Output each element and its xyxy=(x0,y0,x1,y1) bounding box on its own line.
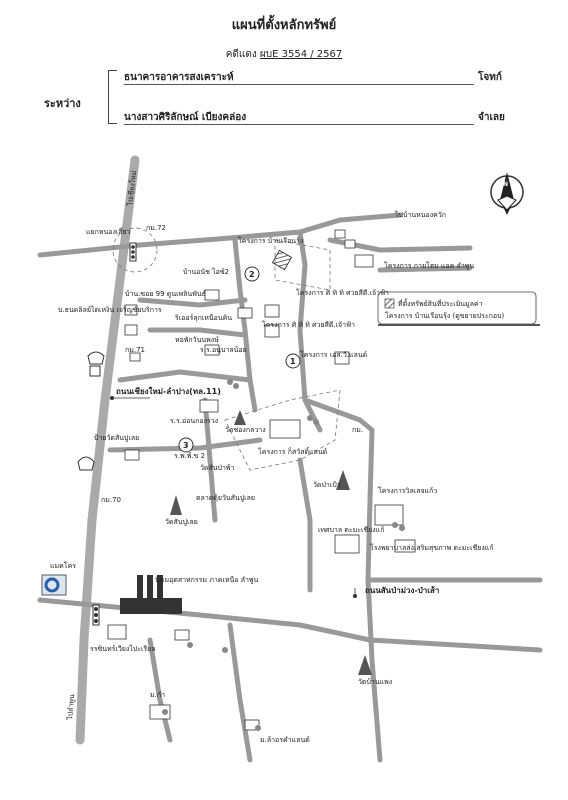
property-area-outline xyxy=(274,239,331,291)
wat-mawang-label: วัดช่องกลวาง xyxy=(225,426,266,434)
defendant-name: นางสาวศิริลักษณ์ เบียงคล่อง xyxy=(124,112,247,123)
traffic-light-icon xyxy=(92,604,100,626)
market-sanpu-loei-label: ตลาดดุ้ยวันสันปูเลย xyxy=(196,494,255,502)
tessaban-label: เทศบาล ตะมะเชียงแก้ xyxy=(318,526,384,534)
silpa-house-label: ริเออร์ลุกเหนือนคิน xyxy=(175,314,233,322)
km72-label: กม.72 xyxy=(146,224,166,232)
building-icons xyxy=(107,229,416,731)
m-sign-icon xyxy=(89,365,101,377)
num2-label: 2 xyxy=(249,270,255,279)
inner-road-5 xyxy=(147,327,248,338)
party-brace xyxy=(108,70,117,124)
school-sriwiang-label: รรซินทร์เวียงไปะเรียล xyxy=(90,644,156,653)
to-nong-khwai-label: ไปบ้านหนองควัก xyxy=(394,210,446,219)
case-label: คดีแดง xyxy=(225,49,257,60)
legend-swatch xyxy=(384,298,395,309)
wat-sanpu-loei-label: วัดสันปูเลย xyxy=(165,518,198,526)
junction-label: แยกหนองเสี่ยว xyxy=(86,227,131,236)
num1-label: 1 xyxy=(290,357,296,366)
shell-logo-icon xyxy=(77,456,95,471)
industrial-estate-label: นิคมอุตสาหกรรม ภาคเหนือ ลำพูน xyxy=(155,576,259,584)
wat-sanpa-label: วัดสันป่าพ้า xyxy=(200,464,235,472)
ban-pong-label: บ.ธนดลิลย์ไดเหงิน เจริญชัยบริการ xyxy=(58,305,162,314)
ban-umaphon-label: บ้านอนัช ไอซ์2 xyxy=(183,267,229,276)
big-c-logo-icon xyxy=(41,574,67,596)
ban-soi-99-label: บ้าน.ซอย 99 ดูนเพลินพันธ์ xyxy=(125,290,206,298)
project-ruen-land-label: โครงการ ก็สวัสดิ์แลนด์ xyxy=(258,446,327,456)
road-kaiyokham xyxy=(377,265,473,273)
project-kaiyokham-label: โครงการ กายโฮม แอค ลำพูน xyxy=(384,261,474,270)
north-arrow-icon xyxy=(490,172,524,215)
highway-road xyxy=(75,155,140,745)
project-sirikon-2-label: โครงการ ศิ ทิ ทิ ศวยสีดี.เจ้าฟ้า xyxy=(262,320,355,329)
km-small-label: กม. xyxy=(352,426,363,434)
case-line: คดีแดง ผบE 3554 / 2567 xyxy=(0,47,568,62)
traffic-light-icon-2 xyxy=(129,242,137,262)
between-label: ระหว่าง xyxy=(44,97,81,110)
shell-logo-icon-2 xyxy=(87,351,105,365)
project-ks-land-label: โครงการ เอส.วี.แลนด์ xyxy=(300,350,367,359)
defendant-role: จำเลย xyxy=(478,112,505,123)
temple-icon xyxy=(170,410,372,675)
south-road-1 xyxy=(147,637,173,743)
project-area-outline xyxy=(224,389,341,471)
defendant-underline xyxy=(124,124,474,125)
east-road xyxy=(302,397,383,763)
project-road xyxy=(297,229,323,433)
ptt-label: ร.พ.พ้.ข 2 xyxy=(174,452,205,460)
inner-road-1 xyxy=(232,237,258,413)
case-number: ผบE 3554 / 2567 xyxy=(259,49,343,60)
project-ban-ruean-rung-label: โครงการ บ้านเรือนรุ้ง xyxy=(238,236,303,245)
km70-label: กม.70 xyxy=(101,496,121,504)
legend-line1: ที่ตั้งทรัพย์สินที่ประเมินมูลค่า xyxy=(398,297,483,308)
wat-ban-phaeng-label: วัดบ้านแพง xyxy=(358,678,392,686)
plaintiff-underline xyxy=(124,84,474,85)
highway-label: ถนนเชียงใหม่-ลำปาง(ทล.11) xyxy=(116,386,221,396)
upper-cross-road xyxy=(37,229,303,258)
road-to-nong-khwai xyxy=(297,212,403,235)
inner-road-3 xyxy=(107,437,263,453)
inner-road-2 xyxy=(117,369,253,383)
inner-road-4 xyxy=(137,297,248,308)
factory-icon xyxy=(120,575,182,614)
south-road-2 xyxy=(227,622,253,763)
to-lamphun-label: ไปลำพูน xyxy=(65,694,76,721)
km71-label: กม.71 xyxy=(125,346,145,354)
legend-line2: โครงการ บ้านเรือนรุ้ง (ดูขยายประกอบ) xyxy=(385,311,505,320)
school-noi-label: ร.ร.อนุบาลน้อย xyxy=(200,346,247,354)
project-village-kaew-label: โครงการวิลเลจแก้ว xyxy=(378,486,437,495)
inner-road-6 xyxy=(202,397,218,523)
number-circle-2 xyxy=(244,266,260,282)
road-sanpatong-label: ถนนสันป่าม่วง-ป่าเส้า xyxy=(365,585,439,595)
junction-circle xyxy=(112,227,158,273)
num3-label: 3 xyxy=(183,441,189,450)
panyai-sanpuloei-label: ป้ายวัดสันปูเลย xyxy=(94,434,139,442)
plaintiff-name: ธนาคารอาคารสงเคราะห์ xyxy=(124,72,234,83)
legend-box xyxy=(377,291,540,326)
wat-tong-label: วัดป่าเป้า xyxy=(313,481,341,489)
number-circle-1 xyxy=(285,353,301,369)
to-chiangmai-label: ไปเชียงใหม่ xyxy=(125,170,138,207)
project-sirikon-label: โครงการ ศิ ทิ ทิ ศวยสีดี.เจ้าฟ้า xyxy=(296,288,389,297)
mid-road-1 xyxy=(297,457,313,593)
hospital-label: โรงพยาบาลส่งเสริมสุขภาพ ตะมะเชียงแก้ xyxy=(370,543,494,552)
page-title: แผนที่ตั้งหลักทรัพย์ xyxy=(231,18,337,33)
wat-kruang-label: ร.ร.อ่อนกองร่วง xyxy=(170,417,218,425)
moo-kam-label: ม.กำ xyxy=(150,691,165,699)
north-letter: N xyxy=(503,181,508,188)
hor-phak-label: หอพักวันนพงษ์ xyxy=(175,336,219,344)
property-marker xyxy=(271,249,293,271)
tree-icons xyxy=(162,379,405,731)
number-circle-3 xyxy=(178,437,194,453)
plaintiff-role: โจทก์ xyxy=(478,72,502,83)
moo-khao-kham-label: ม.ล้าอรคำแลนด์ xyxy=(260,736,310,744)
big-c-label: แมคโคร xyxy=(50,561,76,570)
